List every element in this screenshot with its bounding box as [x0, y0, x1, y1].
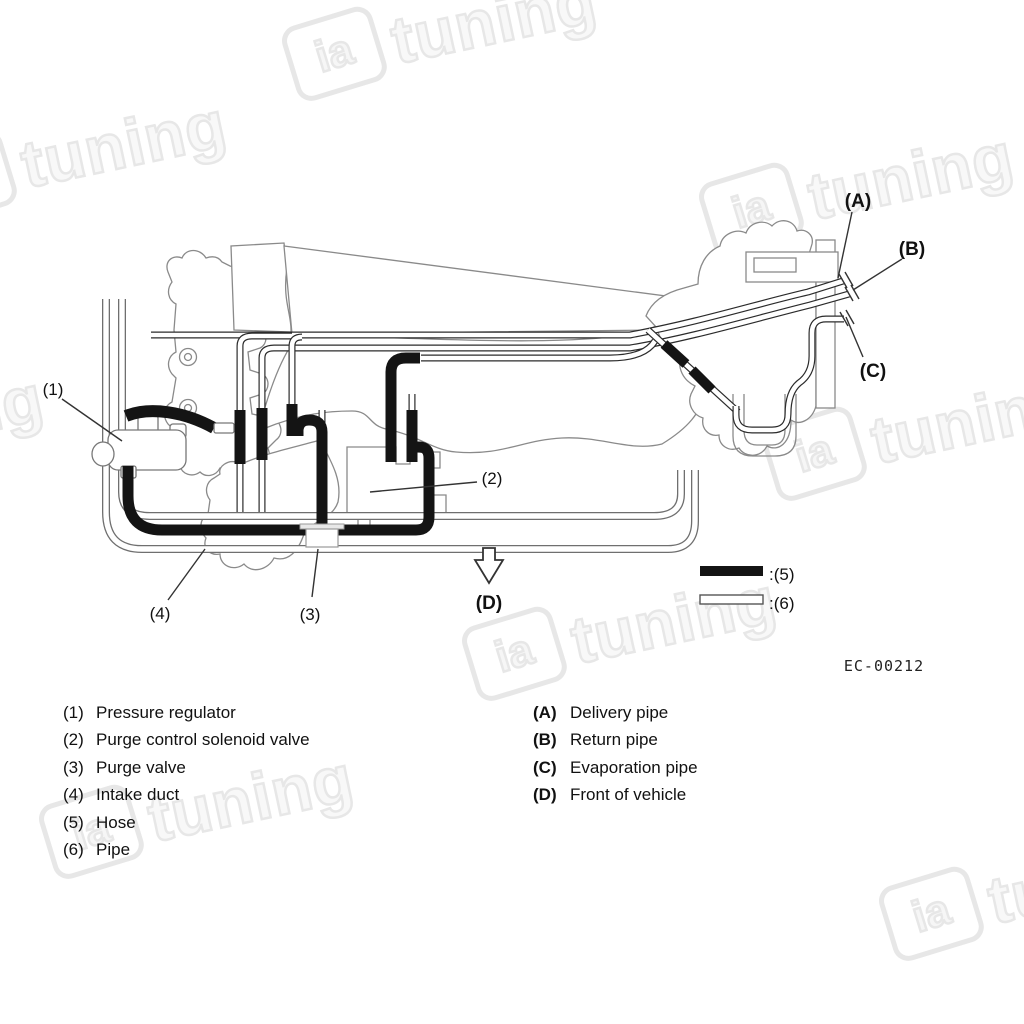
legend-label: Evaporation pipe — [570, 757, 698, 777]
callout-A: (A) — [845, 191, 871, 212]
legend-label: Purge control solenoid valve — [96, 730, 310, 750]
watermark-ia-stamp: ia — [875, 862, 988, 965]
legend-item-4: (4) Intake duct — [63, 782, 310, 810]
line-legend: :(5) :(6) — [699, 565, 795, 613]
legend-item-3: (3) Purge valve — [63, 754, 310, 782]
legend-key: (4) — [63, 785, 84, 805]
right-u-channel-inner — [743, 394, 786, 446]
legend-key: (D) — [533, 785, 557, 805]
legend-item-D: (D) Front of vehicle — [533, 782, 698, 810]
legend-key: (B) — [533, 730, 557, 750]
vacuum-line-diagram: (1) (2) (3) (4) (A) (B) (C) (D) :(5) :(6… — [43, 191, 926, 675]
leader-lines — [61, 211, 903, 601]
legend-item-B: (B) Return pipe — [533, 727, 698, 755]
callout-1: (1) — [43, 380, 64, 399]
pipe-swatch — [699, 594, 764, 605]
hose-swatch-label: :(5) — [769, 565, 795, 584]
callout-3: (3) — [300, 605, 321, 624]
front-of-vehicle-arrow — [473, 547, 505, 585]
legend-key: (5) — [63, 812, 84, 832]
purge-valve-body — [299, 523, 345, 548]
legend-label: Hose — [96, 812, 136, 832]
legend-numbered-list: (1) Pressure regulator (2) Purge control s… — [63, 699, 310, 864]
hoses — [122, 340, 716, 536]
callout-C: (C) — [860, 361, 886, 382]
legend-label: Pressure regulator — [96, 702, 236, 722]
pipe-break-marks — [838, 271, 860, 327]
engine-outlines — [163, 220, 839, 571]
right-u-channel — [732, 394, 797, 457]
legend-label: Intake duct — [96, 785, 180, 805]
evap-hose-segment1 — [660, 340, 690, 368]
legend-key: (C) — [533, 757, 557, 777]
legend-label: Front of vehicle — [570, 785, 687, 805]
hose-swatch — [700, 566, 763, 576]
callout-D: (D) — [476, 593, 502, 614]
callout-2: (2) — [482, 469, 503, 488]
top-duct-outline — [230, 242, 292, 333]
legend-item-C: (C) Evaporation pipe — [533, 754, 698, 782]
legend-item-1: (1) Pressure regulator — [63, 699, 310, 727]
legend-item-5: (5) Hose — [63, 809, 310, 837]
callout-B: (B) — [899, 239, 925, 260]
legend-lettered-list: (A) Delivery pipe (B) Return pipe (C) Evapo… — [533, 699, 698, 809]
legend-label: Pipe — [96, 840, 131, 860]
pressure-regulator — [91, 413, 187, 479]
evap-hose-segment2 — [688, 366, 716, 394]
legend-key: (3) — [63, 757, 84, 777]
left-engine-block-lower — [200, 439, 340, 571]
pipes — [124, 277, 850, 512]
callout-4: (4) — [150, 604, 171, 623]
legend-label: Purge valve — [96, 757, 186, 777]
legend-item-2: (2) Purge control solenoid valve — [63, 727, 310, 755]
figure-code: EC-00212 — [844, 657, 924, 675]
legend-item-6: (6) Pipe — [63, 837, 310, 865]
legend-label: Return pipe — [570, 730, 658, 750]
legend-key: (6) — [63, 840, 84, 860]
purge-valve-hose — [292, 414, 328, 530]
hose-nipple — [213, 422, 235, 434]
legend-item-A: (A) Delivery pipe — [533, 699, 698, 727]
bolt-hole — [183, 352, 193, 362]
solenoid-elbow-hose — [385, 352, 420, 462]
legend-key: (A) — [533, 702, 557, 722]
watermark-word: tuning — [980, 821, 1024, 939]
legend-label: Delivery pipe — [570, 702, 669, 722]
right-bracket-inner — [753, 257, 797, 273]
pipe-swatch-label: :(6) — [769, 594, 795, 613]
legend-key: (1) — [63, 702, 84, 722]
manifold-arm-wedge — [283, 245, 706, 335]
legend-key: (2) — [63, 730, 84, 750]
regulator-top-hose — [123, 405, 217, 434]
regulator-lower-hose-loop — [122, 441, 435, 536]
